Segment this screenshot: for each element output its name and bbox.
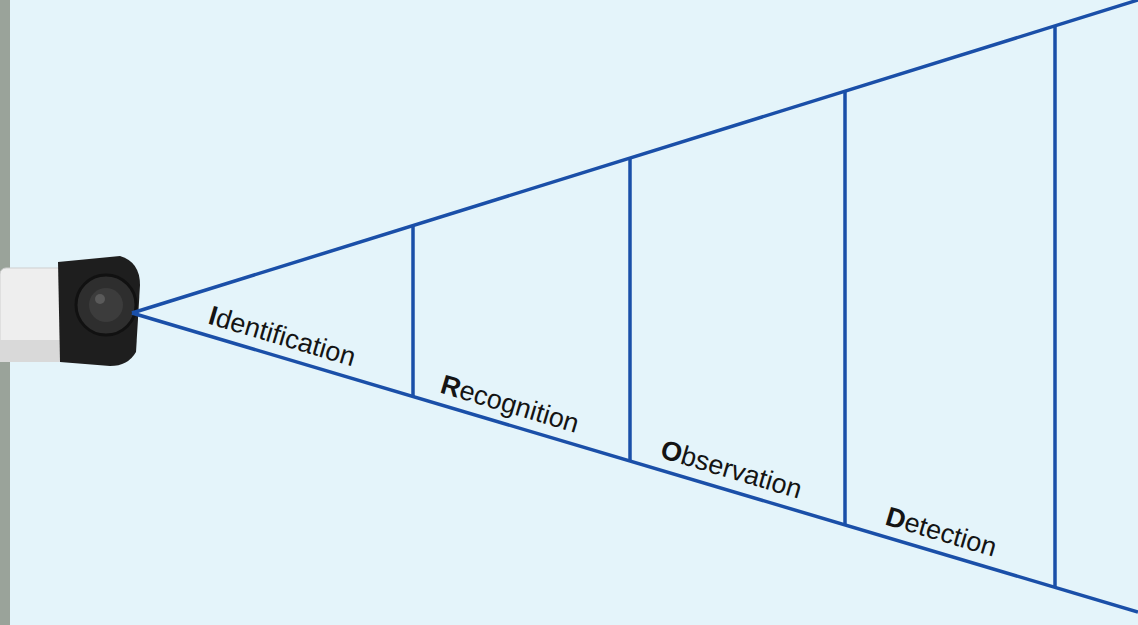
camera-icon xyxy=(0,256,140,366)
zone-label: Recognition xyxy=(437,369,583,439)
range-cone xyxy=(132,0,1138,612)
zone-label: Identification xyxy=(205,300,359,373)
zone-label: Observation xyxy=(657,434,805,505)
